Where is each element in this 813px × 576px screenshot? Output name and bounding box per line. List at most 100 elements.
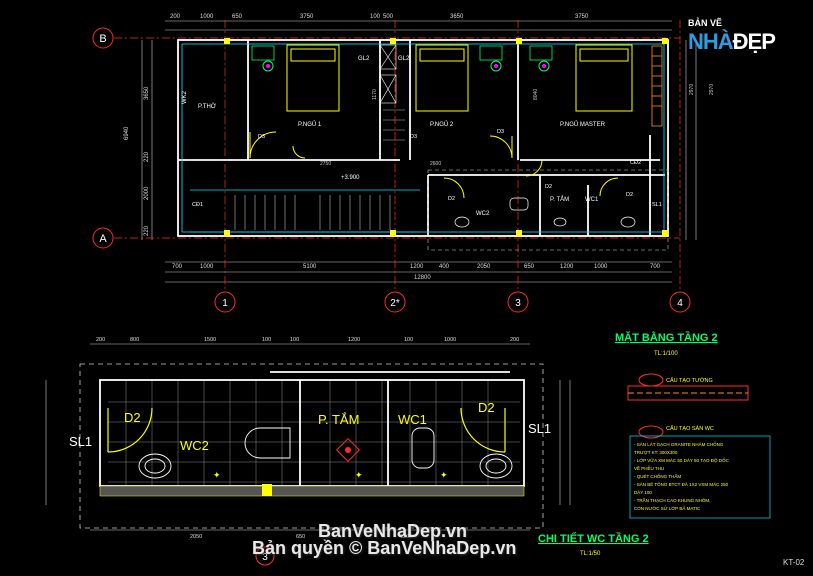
svg-text:1500: 1500 — [204, 337, 216, 343]
svg-text:2600: 2600 — [430, 161, 441, 167]
plan-inner-lines — [181, 43, 665, 233]
svg-text:2050: 2050 — [477, 264, 491, 270]
svg-text:SL1: SL1 — [528, 421, 551, 436]
grid-bubble-4: 4 — [669, 291, 691, 313]
room-label-wc1: WC1 — [585, 197, 599, 203]
grid-bubble-2: 2* — [384, 291, 406, 313]
watermark-site: BanVeNhaDep.vn — [318, 521, 468, 541]
svg-text:100: 100 — [262, 337, 271, 343]
svg-text:SL1: SL1 — [652, 202, 662, 208]
svg-text:- LỚP VỮA XM MÁC 50 DÀY 50 TẠO: - LỚP VỮA XM MÁC 50 DÀY 50 TẠO ĐỘ DỐC — [634, 457, 729, 463]
svg-text:500: 500 — [383, 14, 394, 20]
svg-text:100: 100 — [290, 337, 299, 343]
legend-wall: CẤU TẠO TƯỜNG — [627, 373, 749, 401]
svg-text:D2: D2 — [448, 196, 455, 202]
svg-text:200: 200 — [510, 337, 519, 343]
svg-text:220: 220 — [144, 225, 150, 236]
svg-text:100: 100 — [404, 337, 413, 343]
grid-label-1: 1 — [222, 298, 228, 309]
svg-text:1000: 1000 — [594, 264, 608, 270]
beds — [286, 44, 633, 112]
svg-text:220: 220 — [144, 151, 150, 162]
svg-text:P. TẮM: P. TẮM — [318, 412, 359, 427]
svg-text:1000: 1000 — [444, 337, 456, 343]
svg-text:1200: 1200 — [348, 337, 360, 343]
wc-detail-callout — [427, 169, 669, 251]
gl-shafts — [379, 44, 397, 104]
room-label-ngu2: P.NGỦ 2 — [430, 121, 454, 128]
grid-label-3: 3 — [515, 298, 521, 309]
site-logo: BẢN VẼ NHÀĐẸP — [686, 18, 802, 62]
svg-text:CĐ2: CĐ2 — [630, 160, 641, 166]
svg-text:- SÀN LÁT GẠCH GRANITE NHÁM CH: - SÀN LÁT GẠCH GRANITE NHÁM CHỐNG — [634, 441, 724, 447]
door-swings — [249, 131, 619, 199]
room-label-tam: P. TẮM — [550, 195, 569, 203]
inner-dimensions: 2750 2600 1170 2970 2970 8040 — [320, 84, 715, 167]
svg-text:3650: 3650 — [144, 86, 150, 100]
wc-tile-grid — [108, 380, 520, 486]
svg-text:WC2: WC2 — [180, 438, 209, 453]
svg-text:CẤU TẠO TƯỜNG: CẤU TẠO TƯỜNG — [666, 377, 713, 384]
svg-text:✦: ✦ — [440, 470, 448, 480]
wc-column — [262, 484, 272, 496]
svg-text:DÀY 100: DÀY 100 — [634, 489, 652, 495]
svg-text:800: 800 — [130, 337, 139, 343]
svg-text:GL2: GL2 — [398, 56, 410, 62]
grid-label-4: 4 — [677, 298, 683, 309]
svg-text:GL2: GL2 — [358, 56, 370, 62]
room-label-master: P.NGỦ MASTER — [560, 121, 606, 128]
svg-text:D2: D2 — [478, 400, 495, 415]
bottom-dimension-texts: 700 1000 5100 1200 400 2050 650 1200 100… — [172, 264, 661, 281]
wc-room-labels: D2 WC2 P. TẮM WC1 D2 — [124, 400, 495, 453]
svg-text:2970: 2970 — [689, 84, 695, 95]
grid-bubble-a: A — [92, 227, 114, 249]
svg-text:3750: 3750 — [575, 14, 589, 20]
level-mark: +3.900 — [341, 175, 360, 181]
logo-line1: BẢN VẼ — [688, 18, 723, 28]
svg-text:D3: D3 — [258, 134, 265, 140]
svg-text:- QUÉT CHỐNG THẤM: - QUÉT CHỐNG THẤM — [634, 473, 681, 479]
svg-text:D2: D2 — [124, 410, 141, 425]
svg-text:200: 200 — [170, 14, 181, 20]
columns — [224, 38, 668, 236]
svg-text:200: 200 — [96, 337, 105, 343]
svg-text:700: 700 — [172, 264, 183, 270]
top-dimension-lines — [141, 20, 697, 283]
svg-text:D3: D3 — [497, 129, 504, 135]
wc-top-dimension-texts: 200 800 1500 100 100 1200 100 1000 200 — [96, 337, 519, 343]
wc-side-labels: SL1 SL1 — [69, 421, 551, 449]
svg-text:1200: 1200 — [560, 264, 574, 270]
svg-text:700: 700 — [650, 264, 661, 270]
grid-bubble-3: 3 — [507, 291, 529, 313]
svg-text:CĐ1: CĐ1 — [192, 202, 203, 208]
wc-grid-bubble: 3 — [255, 546, 275, 566]
plan-walls — [177, 39, 669, 237]
svg-text:WC1: WC1 — [398, 412, 427, 427]
wc-bottom-dimension-texts: 2050 650 1200 — [190, 534, 412, 540]
svg-text:- SÀN BÊ TÔNG BTCT ĐÁ 1X2 VXM: - SÀN BÊ TÔNG BTCT ĐÁ 1X2 VXM MÁC 250 — [634, 480, 729, 487]
wc-fixtures-top — [454, 197, 636, 228]
left-dimension-texts: 6940 3650 220 2000 220 — [124, 86, 150, 236]
sheet-number: KT-02 — [783, 558, 805, 567]
floor-drains: ✦ ✦ ✦ — [213, 437, 448, 480]
wardrobes — [651, 45, 663, 127]
watermark-copyright: Bản quyền © BanVeNhaDep.vn — [252, 538, 517, 558]
door-tags: D3 D3 D3 D2 D2 D2 CĐ1 CĐ2 SL1 — [192, 129, 662, 208]
svg-text:2970: 2970 — [709, 84, 715, 95]
svg-text:2000: 2000 — [144, 186, 150, 200]
svg-text:VỀ PHỄU THU: VỀ PHỄU THU — [634, 465, 664, 471]
wc-door-swings — [107, 407, 506, 453]
grid-bubble-1: 1 — [214, 291, 236, 313]
wc-fixtures — [138, 427, 513, 479]
room-label-tho: P.THỜ — [198, 103, 216, 110]
wc-detail-border — [79, 363, 544, 529]
svg-text:CẤU TẠO SÀN WC: CẤU TẠO SÀN WC — [666, 425, 714, 432]
grid-label-2: 2* — [390, 298, 400, 309]
svg-text:D2: D2 — [545, 184, 552, 190]
svg-text:- TRẦN THẠCH CAO KHUNG NHÔM,: - TRẦN THẠCH CAO KHUNG NHÔM, — [634, 497, 710, 503]
svg-text:650: 650 — [232, 14, 243, 20]
room-labels-top: P.THỜ P.NGỦ 1 P.NGỦ 2 P.NGỦ MASTER WC2 P… — [182, 56, 606, 217]
svg-text:8040: 8040 — [533, 89, 539, 100]
